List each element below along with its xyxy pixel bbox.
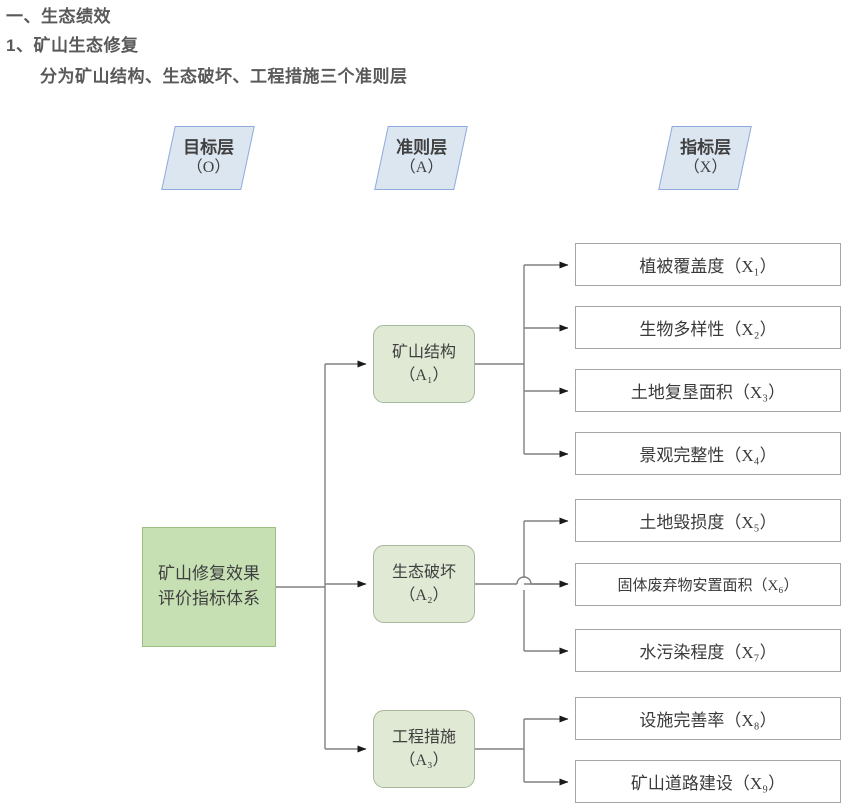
criterion-node-a1-label: 矿山结构 — [391, 343, 456, 361]
layer-tag-indicator-title: 指标层 — [679, 138, 731, 158]
criterion-node-a3-code: （A₃） — [399, 752, 449, 769]
criterion-node-a1-code: （A₁） — [399, 367, 449, 384]
indicator-node-x2-label: 生物多样性（X₂） — [639, 320, 777, 339]
indicator-node-x5-label: 土地毁损度（X₅） — [639, 513, 777, 532]
indicator-node-x3-label: 土地复垦面积（X₃） — [630, 383, 786, 402]
layer-tag-criterion-code: （A） — [399, 159, 443, 177]
indicator-node-x4: 景观完整性（X₄） — [575, 432, 841, 475]
indicator-node-x7: 水污染程度（X₇） — [575, 629, 841, 672]
criterion-node-a3-text: 工程措施 （A₃） — [392, 726, 456, 772]
heading-section-title: 一、生态绩效 — [6, 7, 111, 26]
indicator-node-x6: 固体废弃物安置面积（X₆） — [575, 563, 841, 606]
indicator-node-x6-label: 固体废弃物安置面积（X₆） — [617, 578, 799, 594]
indicator-node-x9-label: 矿山道路建设（X₉） — [630, 774, 786, 793]
indicator-node-x4-label: 景观完整性（X₄） — [639, 446, 777, 465]
goal-node-label: 矿山修复效果评价指标体系 — [158, 564, 260, 608]
indicator-node-x1-label: 植被覆盖度（X₁） — [639, 257, 777, 276]
criterion-node-a2-label: 生态破坏 — [391, 563, 456, 581]
indicator-node-x1: 植被覆盖度（X₁） — [575, 243, 841, 286]
criterion-node-a2-text: 生态破坏 （A₂） — [392, 561, 456, 607]
layer-tag-indicator: 指标层 （X） — [658, 126, 752, 190]
goal-node: 矿山修复效果评价指标体系 — [142, 527, 276, 647]
layer-tag-criterion-text: 准则层 （A） — [396, 137, 447, 178]
indicator-node-x8-label: 设施完善率（X₈） — [639, 711, 777, 730]
criterion-node-a3-label: 工程措施 — [391, 728, 456, 746]
heading-description: 分为矿山结构、生态破坏、工程措施三个准则层 — [40, 67, 408, 86]
heading-subsection-title: 1、矿山生态修复 — [6, 36, 139, 55]
layer-tag-goal-text: 目标层 （O） — [183, 137, 234, 178]
layer-tag-goal-title: 目标层 — [182, 138, 234, 158]
indicator-node-x7-label: 水污染程度（X₇） — [639, 643, 777, 662]
layer-tag-indicator-text: 指标层 （X） — [680, 137, 731, 178]
layer-tag-criterion: 准则层 （A） — [374, 126, 468, 190]
layer-tag-indicator-code: （X） — [683, 159, 727, 177]
wire-a2-line-jump — [516, 576, 532, 585]
indicator-node-x2: 生物多样性（X₂） — [575, 306, 841, 349]
indicator-node-x8: 设施完善率（X₈） — [575, 697, 841, 740]
layer-tag-goal-code: （O） — [186, 159, 230, 177]
criterion-node-a2-code: （A₂） — [399, 587, 449, 604]
criterion-node-a1: 矿山结构 （A₁） — [373, 325, 475, 403]
criterion-node-a1-text: 矿山结构 （A₁） — [392, 341, 456, 387]
indicator-node-x9: 矿山道路建设（X₉） — [575, 760, 841, 803]
indicator-node-x5: 土地毁损度（X₅） — [575, 499, 841, 542]
criterion-node-a3: 工程措施 （A₃） — [373, 710, 475, 788]
criterion-node-a2: 生态破坏 （A₂） — [373, 545, 475, 623]
indicator-node-x3: 土地复垦面积（X₃） — [575, 369, 841, 412]
layer-tag-criterion-title: 准则层 — [395, 138, 447, 158]
layer-tag-goal: 目标层 （O） — [161, 126, 255, 190]
